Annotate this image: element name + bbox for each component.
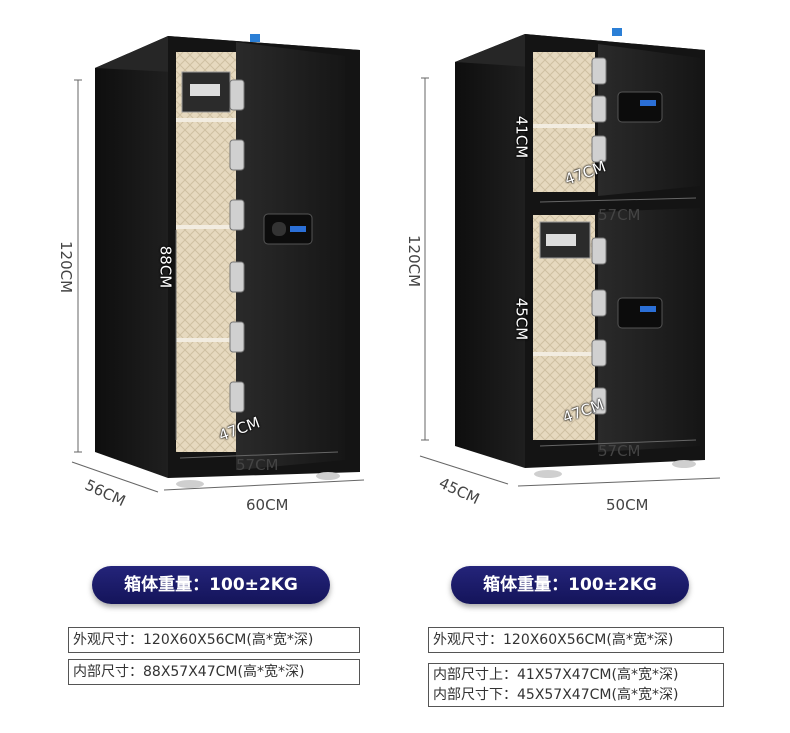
product-illustration (71, 28, 721, 493)
right-width-label: 50CM (606, 496, 649, 514)
right-lower-width-label: 57CM (598, 442, 641, 460)
right-safe-upper-interior (533, 52, 595, 192)
left-safe-keypad (263, 213, 313, 245)
right-dimension-lines (419, 77, 721, 487)
right-spec-inner-box: 内部尺寸上：41X57X47CM(高*宽*深) 内部尺寸下：45X57X47CM… (428, 663, 724, 707)
right-lower-height-label: 45CM (512, 297, 531, 341)
left-inner-width-label: 57CM (236, 456, 279, 474)
left-safe-side (95, 36, 168, 478)
left-weight-badge: 箱体重量：100±2KG (92, 566, 330, 604)
left-safe-logo-icon (250, 34, 260, 42)
right-safe-lower-keypad (617, 297, 663, 329)
right-safe-upper-keypad (617, 91, 663, 123)
right-weight-badge: 箱体重量：100±2KG (451, 566, 689, 604)
right-spec-inner-lower: 内部尺寸下：45X57X47CM(高*宽*深) (433, 687, 679, 703)
right-spec-outer: 外观尺寸：120X60X56CM(高*宽*深) (428, 627, 724, 653)
left-safe-door (236, 42, 345, 470)
right-safe-logo-icon (612, 28, 622, 36)
right-spec-inner-upper: 内部尺寸上：41X57X47CM(高*宽*深) (433, 667, 679, 683)
left-inner-height-label: 88CM (156, 245, 175, 289)
right-height-label: 120CM (405, 234, 424, 288)
right-safe (419, 28, 721, 487)
left-dimension-lines (71, 79, 365, 493)
left-spec-inner: 内部尺寸：88X57X47CM(高*宽*深) (68, 659, 360, 685)
left-spec-outer: 外观尺寸：120X60X56CM(高*宽*深) (68, 627, 360, 653)
right-upper-width-label: 57CM (598, 206, 641, 224)
right-safe-side (455, 34, 525, 468)
right-safe-lower-door (598, 208, 700, 452)
left-width-label: 60CM (246, 496, 289, 514)
right-upper-height-label: 41CM (512, 115, 531, 159)
left-height-label: 120CM (57, 240, 76, 294)
left-safe (71, 34, 365, 493)
